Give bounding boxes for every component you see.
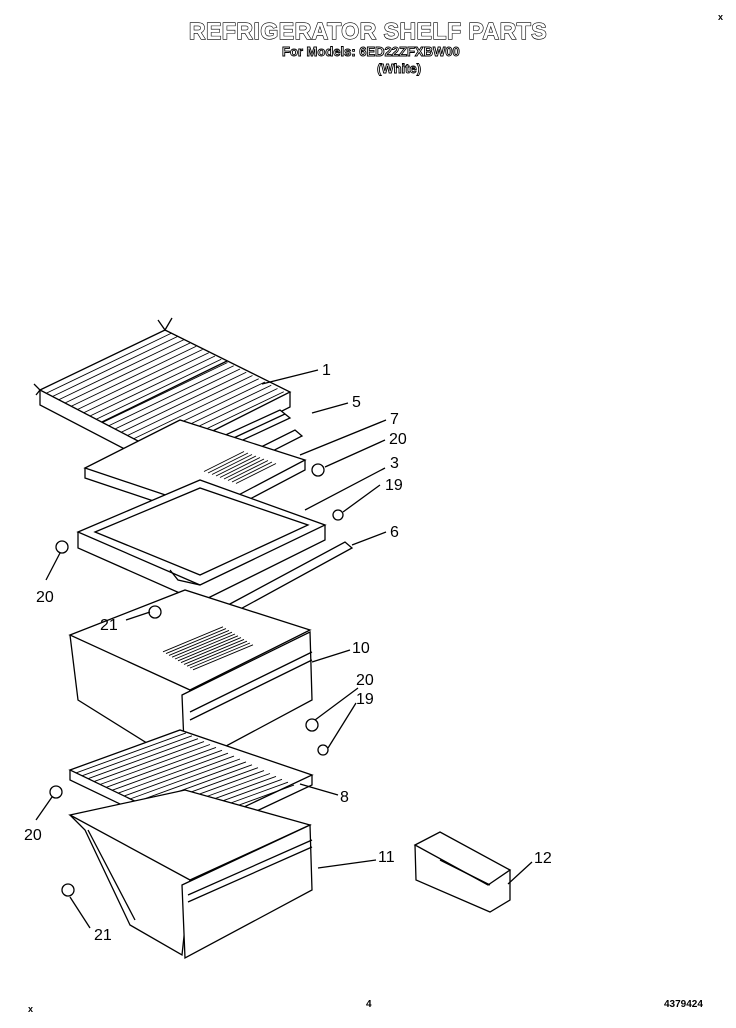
callout-11: 11 [378,849,395,866]
part-12-storage-bin [413,831,512,913]
callout-19-top: 19 [385,477,403,494]
corner-mark-top: x [718,12,724,22]
fastener-screws [49,463,344,897]
callout-1: 1 [322,362,331,379]
callout-3: 3 [390,455,399,472]
callout-labels: 1 5 7 20 3 19 6 20 21 10 20 19 8 20 11 1… [24,362,552,944]
page-number: 4 [366,999,372,1010]
callout-10: 10 [352,640,370,657]
callout-20-top: 20 [389,431,407,448]
document-number: 4379424 [664,999,703,1010]
part-11-crisper-drawer-lower [68,789,313,960]
callout-leaders [35,369,533,929]
callout-6: 6 [390,524,399,541]
callout-20-left: 20 [36,589,54,606]
callout-7: 7 [390,411,399,428]
color-variant: (White) [377,61,422,77]
callout-21-upper: 21 [100,617,118,634]
callout-8: 8 [340,789,349,806]
callout-12: 12 [534,850,552,867]
callout-20-mid: 20 [356,672,374,689]
callout-21-lower: 21 [94,927,112,944]
callout-19-mid: 19 [356,691,374,708]
callout-5: 5 [352,394,361,411]
page-title: REFRIGERATOR SHELF PARTS [188,17,548,44]
part-10-crisper-drawer-upper [68,589,313,770]
part-3-glass-shelf [83,419,307,521]
model-subtitle: For Models: 6ED22ZFXBW00 [282,44,461,60]
callout-20-lower: 20 [24,827,42,844]
corner-mark-bottom: x [28,1004,34,1014]
